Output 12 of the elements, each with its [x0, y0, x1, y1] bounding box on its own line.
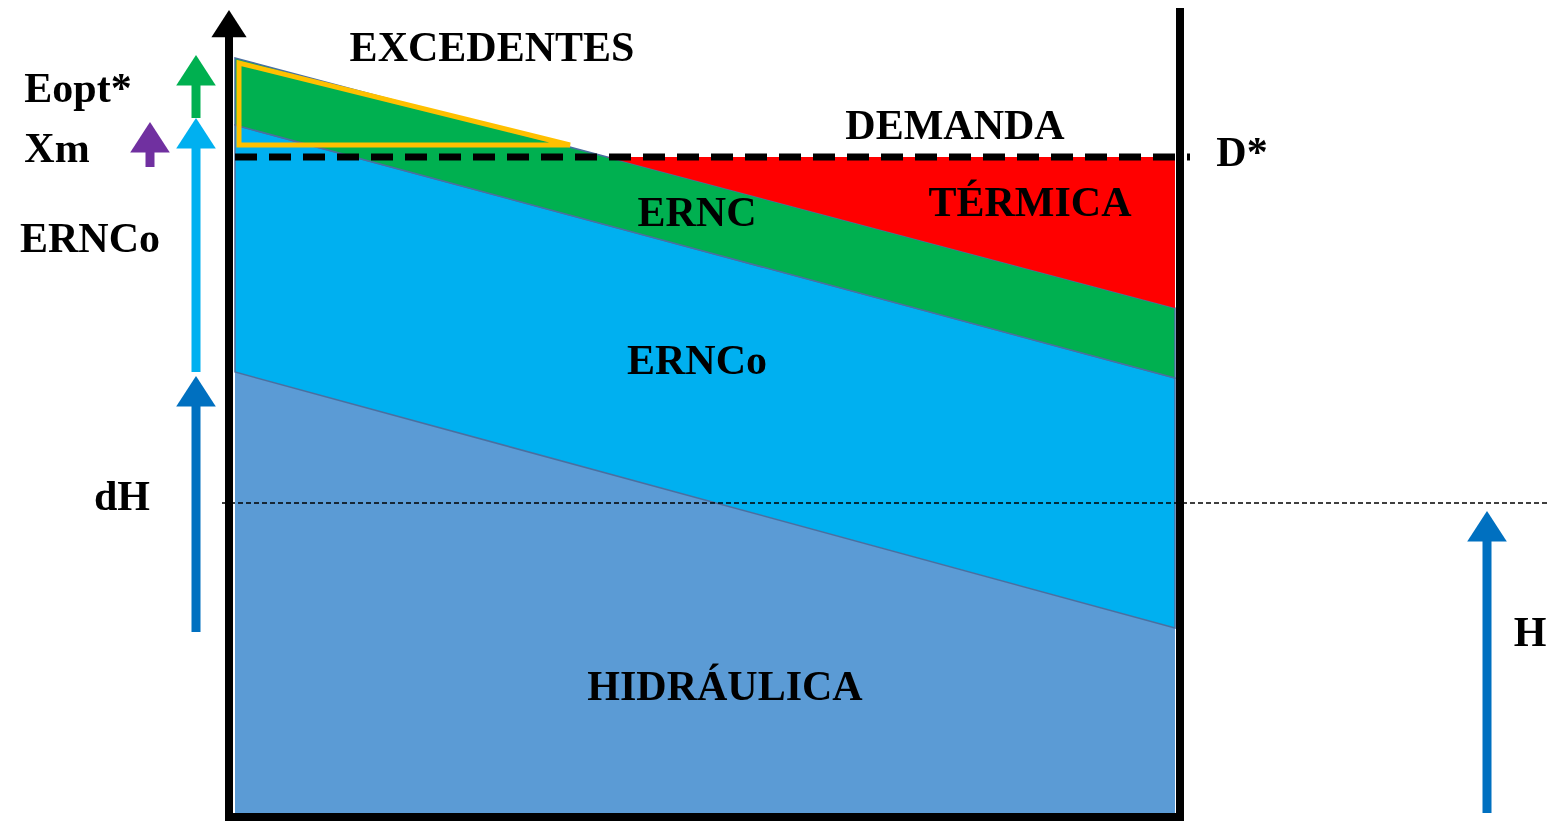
area-label: EXCEDENTES [349, 26, 635, 68]
area-label: TÉRMICA [928, 181, 1132, 223]
area-label: ERNCo [20, 217, 160, 259]
area-label: DEMANDA [845, 104, 1065, 146]
area-label: ERNCo [627, 339, 767, 381]
area-label: dH [94, 475, 150, 517]
area-label: D* [1216, 131, 1268, 173]
area-label: ERNC [637, 191, 757, 233]
area-label: HIDRÁULICA [587, 665, 863, 707]
area-label: Xm [24, 127, 90, 169]
area-label: Eopt* [24, 67, 132, 109]
area-label: H [1513, 611, 1547, 653]
